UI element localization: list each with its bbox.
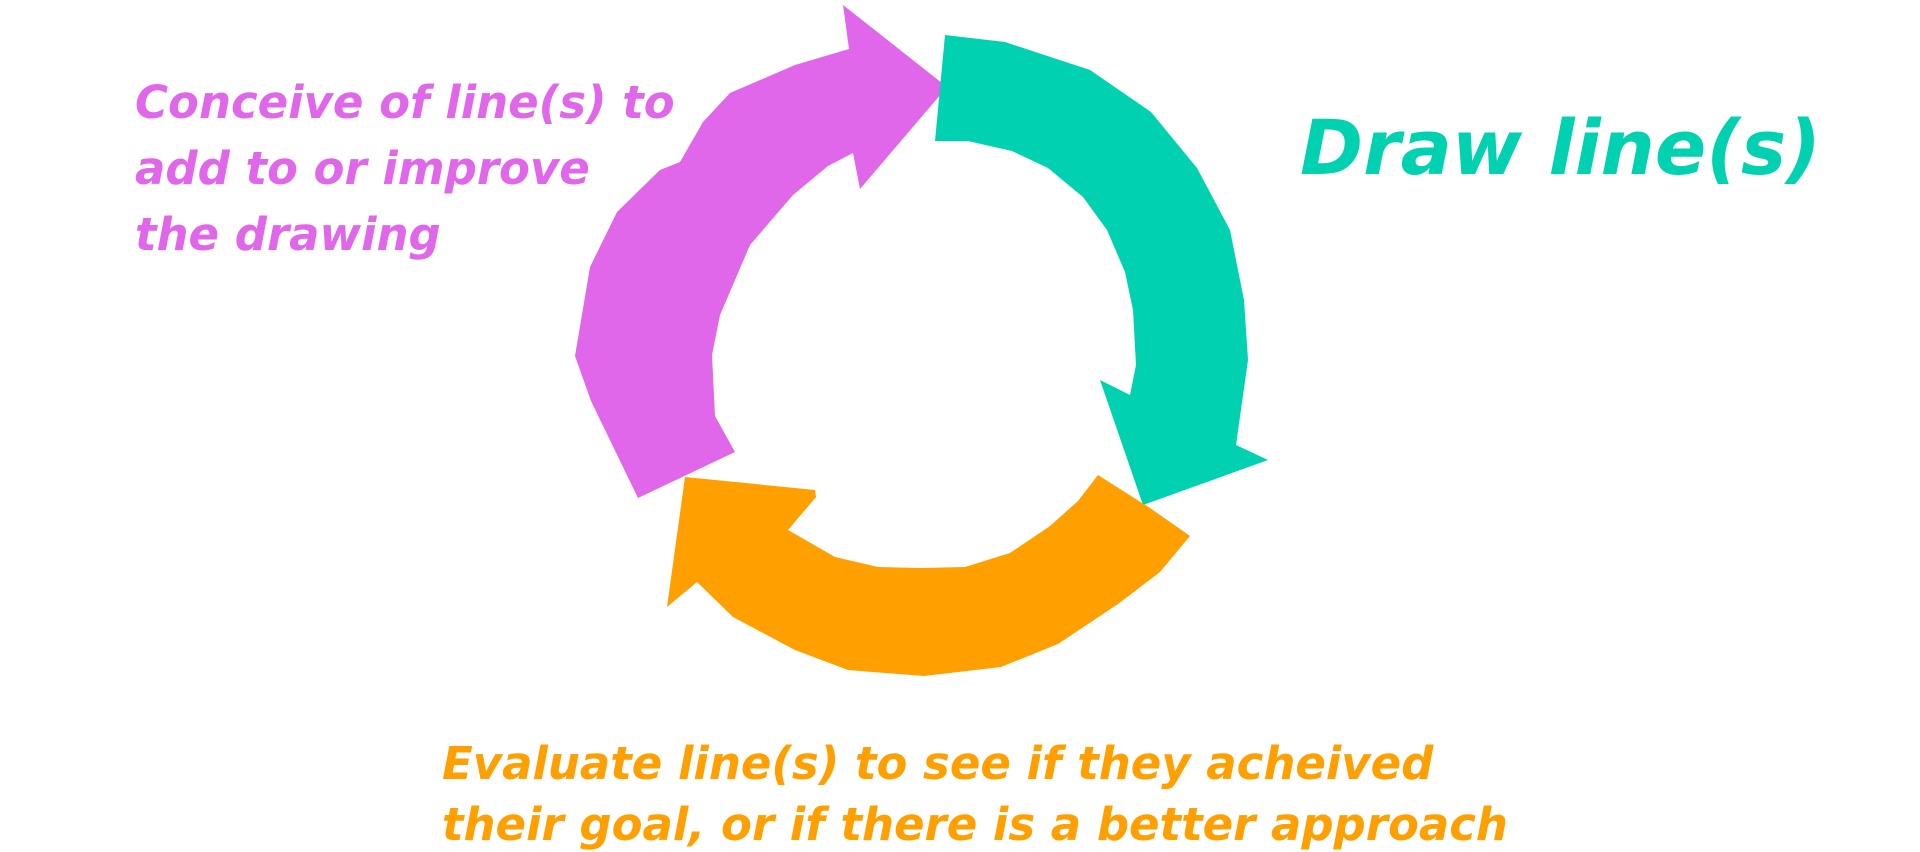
evaluate-label-line: their goal, or if there is a better appr… [442,798,1508,851]
draw-label-line: Draw line(s) [1300,103,1821,192]
evaluate-label: Evaluate line(s) to see if they acheived… [442,733,1508,852]
conceive-label-line: Conceive of line(s) to [135,76,675,129]
conceive-label-line: the drawing [135,208,441,261]
draw-label: Draw line(s) [1300,100,1821,196]
conceive-label-line: add to or improve [135,142,590,195]
evaluate-label-line: Evaluate line(s) to see if they acheived [442,737,1434,790]
conceive-arrow [575,5,947,498]
evaluate-arrow [667,475,1190,676]
draw-arrow [935,35,1268,505]
conceive-label: Conceive of line(s) to add to or improve t… [135,70,675,268]
